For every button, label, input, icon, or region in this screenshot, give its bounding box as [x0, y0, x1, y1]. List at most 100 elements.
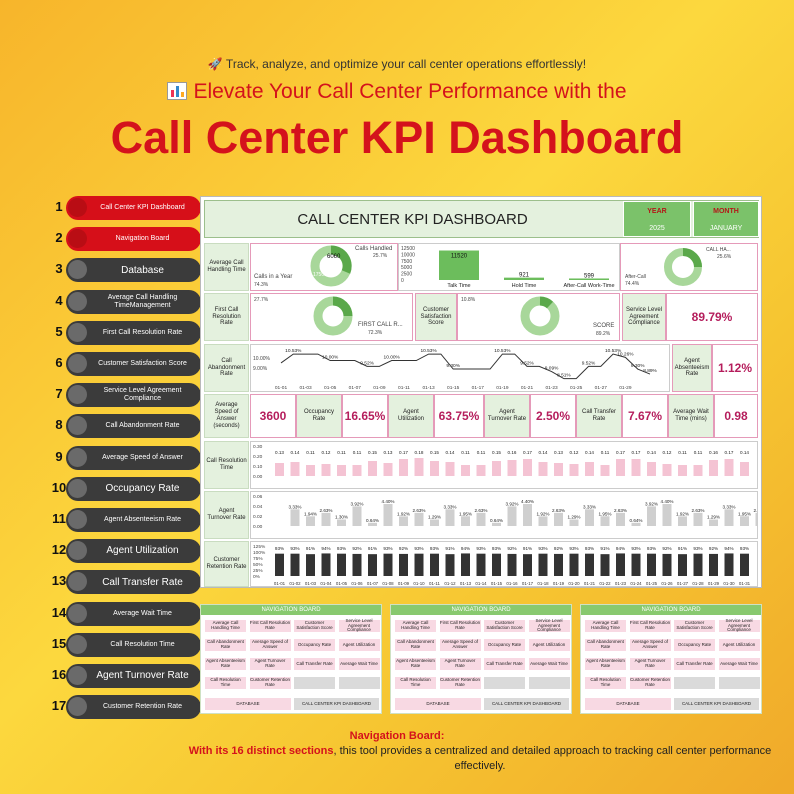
nav-item-button[interactable]: Call Center KPI Dashboard	[66, 196, 201, 220]
nav-board-cell[interactable]: Average Call Handling Time	[204, 619, 247, 633]
nav-board-cell[interactable]: Call Abandonment Rate	[394, 638, 437, 652]
nav-board-cell[interactable]: Average Wait Time	[337, 657, 381, 671]
x-tick-label: 01-15	[447, 385, 460, 391]
nav-board-cell[interactable]: Average Speed of Answer	[438, 638, 482, 652]
nav-board-cell[interactable]: Call Abandonment Rate	[204, 638, 247, 652]
nav-item-button[interactable]: Database	[66, 258, 201, 283]
nav-item-button[interactable]: Customer Retention Rate	[66, 695, 201, 720]
nav-board-cell[interactable]: Customer Satisfaction Score	[483, 619, 526, 633]
nav-board-cell[interactable]: Average Speed of Answer	[628, 638, 672, 652]
footer-heading: Navigation Board:	[349, 730, 445, 742]
nav-board-cell[interactable]: Occupancy Rate	[673, 638, 716, 652]
nav-board-cell[interactable]: Call Resolution Time	[584, 676, 627, 690]
nav-item-button[interactable]: Service Level Agreement Compliance	[66, 383, 201, 408]
nav-board-cell[interactable]: Average Speed of Answer	[248, 638, 292, 652]
nav-board-cell[interactable]: Average Call Handling Time	[584, 619, 627, 633]
nav-board-cell[interactable]: Service Level Agreement Compliance	[527, 618, 571, 633]
nav-item-button[interactable]: Occupancy Rate	[66, 476, 201, 501]
nav-board-database[interactable]: DATABASE	[394, 697, 482, 711]
nav-board-database[interactable]: DATABASE	[204, 697, 292, 711]
nav-item-button[interactable]: Agent Absenteeism Rate	[66, 508, 201, 532]
nav-board-cell[interactable]: Occupancy Rate	[293, 638, 336, 652]
nav-board-cell[interactable]: First Call Resolution Rate	[438, 619, 482, 633]
nav-board-cell[interactable]: Customer Satisfaction Score	[293, 619, 336, 633]
nav-board-cell[interactable]	[717, 676, 761, 690]
nav-board-cell[interactable]: Agent Utilization	[337, 638, 381, 652]
nav-item-button[interactable]: Call Transfer Rate	[66, 570, 201, 595]
nav-board-cell[interactable]: Call Resolution Time	[204, 676, 247, 690]
bar	[616, 553, 625, 576]
nav-board-cell[interactable]: Service Level Agreement Compliance	[337, 618, 381, 633]
nav-board-cell[interactable]: Agent Absenteeism Rate	[394, 657, 437, 671]
nav-item-button[interactable]: Call Abandonment Rate	[66, 414, 201, 439]
nav-board-cell[interactable]: Agent Absenteeism Rate	[584, 657, 627, 671]
nav-board-cell[interactable]	[483, 676, 526, 690]
nav-board-cell[interactable]: Customer Retention Rate	[438, 676, 482, 690]
nav-board-dashboard[interactable]: CALL CENTER KPI DASHBOARD	[483, 697, 570, 711]
nav-item-button[interactable]: First Call Resolution Rate	[66, 320, 201, 345]
bar-value: 92%	[507, 546, 516, 551]
nav-board-cell[interactable]: Average Call Handling Time	[394, 619, 437, 633]
nav-board-cell[interactable]: Call Transfer Rate	[673, 657, 716, 671]
turnover-label: Agent Turnover Rate	[484, 394, 530, 438]
nav-board-cell[interactable]: Agent Turnover Rate	[248, 657, 292, 671]
nav-board-cell[interactable]: Agent Utilization	[717, 638, 761, 652]
nav-board-cell[interactable]: Agent Absenteeism Rate	[204, 657, 247, 671]
nav-board-cell[interactable]	[673, 676, 716, 690]
nav-board-database[interactable]: DATABASE	[584, 697, 672, 711]
nav-board-cell[interactable]	[293, 676, 336, 690]
nav-board-cell[interactable]: Call Abandonment Rate	[584, 638, 627, 652]
nav-board-dashboard[interactable]: CALL CENTER KPI DASHBOARD	[673, 697, 760, 711]
nav-board-cell[interactable]: Call Transfer Rate	[483, 657, 526, 671]
nav-board-cell[interactable]: Average Wait Time	[717, 657, 761, 671]
circle-icon	[68, 478, 87, 498]
nav-board-cell[interactable]: Customer Retention Rate	[628, 676, 672, 690]
nav-board-cell[interactable]: Call Resolution Time	[394, 676, 437, 690]
nav-item-button[interactable]: Agent Turnover Rate	[66, 664, 201, 688]
nav-board-cell[interactable]: Agent Turnover Rate	[438, 657, 482, 671]
nav-item-button[interactable]: Average Call Handling TimeManagement	[66, 289, 201, 314]
nav-board-cell[interactable]	[527, 676, 571, 690]
nav-item-button[interactable]: Agent Utilization	[66, 539, 201, 564]
nav-item-button[interactable]: Call Resolution Time	[66, 632, 201, 657]
nav-board-cell[interactable]: Occupancy Rate	[483, 638, 526, 652]
nav-board-cell[interactable]: Agent Turnover Rate	[628, 657, 672, 671]
nav-board-cell[interactable]: Average Wait Time	[527, 657, 571, 671]
nav-item-button[interactable]: Customer Satisfaction Score	[66, 352, 201, 376]
nav-board-cell[interactable]: First Call Resolution Rate	[248, 619, 292, 633]
nav-item-button[interactable]: Average Speed of Answer	[66, 445, 201, 470]
nav-board-cell[interactable]: Agent Utilization	[527, 638, 571, 652]
nav-item-button[interactable]: Average Wait Time	[66, 601, 201, 626]
nav-board-cell[interactable]: Customer Retention Rate	[248, 676, 292, 690]
nav-board-dashboard[interactable]: CALL CENTER KPI DASHBOARD	[293, 697, 380, 711]
nav-item-button[interactable]: Navigation Board	[66, 227, 201, 252]
nav-board-cell[interactable]: Customer Satisfaction Score	[673, 619, 716, 633]
nav-board-cell[interactable]	[337, 676, 381, 690]
x-tick-label: 01-13	[460, 581, 472, 586]
bar-value: 92%	[352, 546, 361, 551]
nav-item-number: 6	[55, 355, 63, 370]
nav-board-cell[interactable]: First Call Resolution Rate	[628, 619, 672, 633]
nav-board-cell[interactable]: Service Level Agreement Compliance	[717, 618, 761, 633]
nav-board-cell[interactable]: Call Transfer Rate	[293, 657, 336, 671]
